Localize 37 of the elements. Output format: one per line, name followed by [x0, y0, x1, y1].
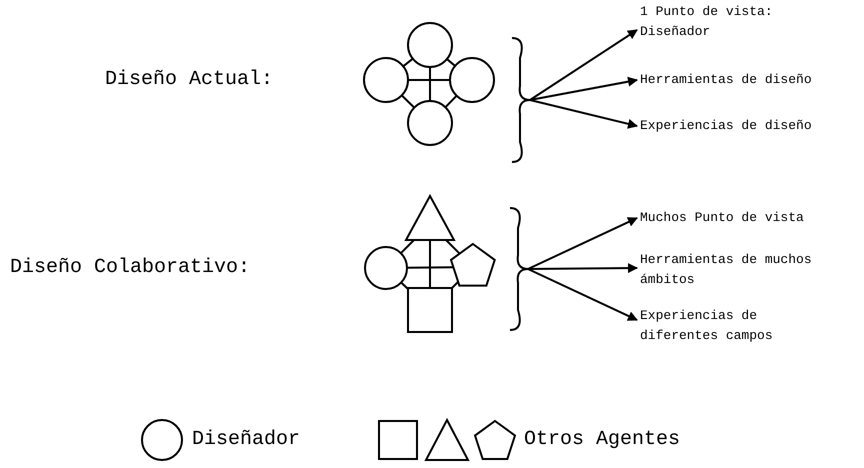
triangle-node: [404, 194, 456, 241]
arrow: [530, 76, 638, 101]
row-label: Diseño Colaborativo:: [10, 256, 250, 280]
connector-line: [401, 94, 415, 108]
connector-line: [429, 240, 431, 288]
connector-line: [400, 239, 415, 254]
brace-node: [512, 37, 531, 163]
connector-line: [429, 67, 431, 101]
connector-line: [408, 79, 450, 81]
circle-node: [363, 57, 409, 103]
legend-label: Otros Agentes: [524, 428, 680, 452]
box-node: [407, 287, 453, 333]
outcome-text: Muchos Punto de vista: [640, 208, 864, 228]
arrow: [528, 263, 638, 274]
brace-node: [510, 207, 529, 331]
circle-node: [407, 100, 453, 146]
connector-line: [444, 95, 458, 108]
row-label: Diseño Actual:: [105, 68, 274, 92]
circle-node: [364, 246, 408, 290]
pentagon-node: [450, 242, 496, 287]
connector-line: [400, 282, 409, 290]
connector-line: [445, 239, 460, 254]
outcome-text: Experiencias de diferentes campos: [640, 306, 790, 346]
outcome-text: Herramientas de muchos ámbitos: [640, 250, 830, 290]
legend-label: Diseñador: [192, 428, 300, 452]
arrow: [530, 99, 638, 129]
circle-node: [407, 22, 453, 68]
arrow: [528, 217, 638, 270]
arrow: [529, 29, 638, 101]
arrow: [528, 268, 638, 321]
circle-node: [449, 57, 495, 103]
outcome-text: Experiencias de diseño: [640, 116, 864, 136]
connector-line: [446, 58, 456, 67]
connector-line: [402, 58, 414, 68]
connector-line: [406, 266, 454, 269]
outcome-text: 1 Punto de vista: Diseñador: [640, 2, 810, 42]
outcome-text: Herramientas de diseño: [640, 70, 864, 90]
